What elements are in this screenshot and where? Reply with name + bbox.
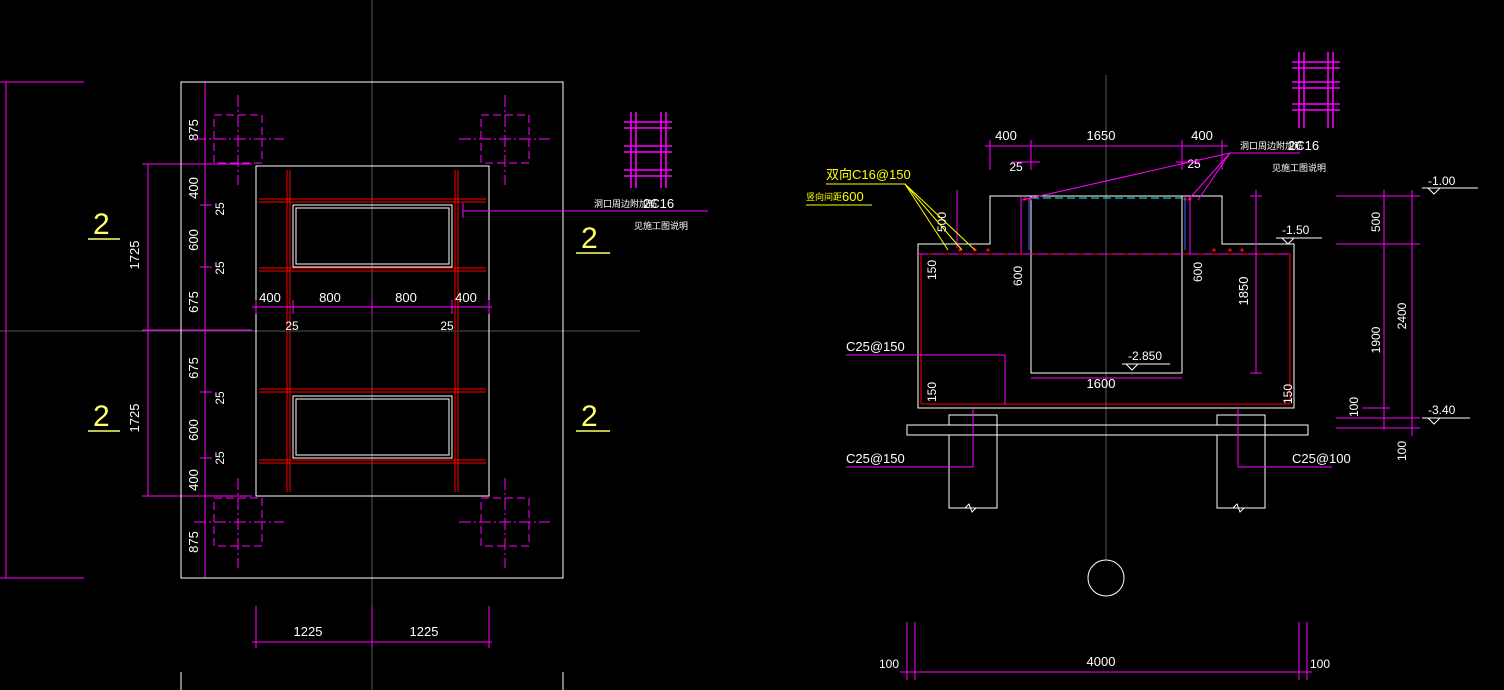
plan-hdim-25-left: 25 bbox=[285, 319, 299, 333]
plan-section-mark-bl: 2 bbox=[93, 400, 110, 433]
section-wall-dims bbox=[846, 190, 1332, 468]
plan-rebar-detail-grid bbox=[624, 112, 672, 188]
plan-section-cut-lines bbox=[88, 238, 610, 432]
plan-bottom-dim bbox=[252, 606, 492, 648]
section-rebar-dots bbox=[958, 197, 1244, 252]
section-dim-150-bottom-right: 150 bbox=[1281, 384, 1295, 404]
plan-vdim-400-top: 400 bbox=[186, 177, 201, 199]
section-top-dim-400-left: 400 bbox=[995, 128, 1017, 143]
section-rebar-label-c25-150-b: C25@150 bbox=[846, 451, 905, 466]
section-yellow-leaders bbox=[806, 183, 976, 251]
section-elevation--3.40: -3.40 bbox=[1428, 403, 1456, 417]
section-rebar-detail-grid bbox=[1292, 52, 1340, 128]
section-rebar-label-c25-100: C25@100 bbox=[1292, 451, 1351, 466]
section-bottom-dim-100-left: 100 bbox=[879, 657, 899, 671]
section-elevation--1.50: -1.50 bbox=[1282, 223, 1310, 237]
plan-horizontal-dim-chain bbox=[252, 300, 492, 314]
plan-hdim-25-right: 25 bbox=[440, 319, 454, 333]
plan-vdim-25-b: 25 bbox=[213, 261, 227, 275]
section-rebar-note-main: 2C16 bbox=[1288, 138, 1319, 153]
section-right-dim-2400: 2400 bbox=[1395, 302, 1409, 329]
section-dim-150-top-left: 150 bbox=[925, 260, 939, 280]
plan-vdim-25-c: 25 bbox=[213, 391, 227, 405]
section-bottom-dim-4000: 4000 bbox=[1087, 654, 1116, 669]
plan-hdim-800-right: 800 bbox=[395, 290, 417, 305]
plan-hdim-800-left: 800 bbox=[319, 290, 341, 305]
section-right-dims bbox=[1336, 190, 1420, 436]
section-top-dim-1650: 1650 bbox=[1087, 128, 1116, 143]
section-view: 400 1650 400 25 25 500 150 600 600 150 1… bbox=[806, 52, 1478, 680]
plan-vdim-675-top: 675 bbox=[186, 291, 201, 313]
section-piles bbox=[948, 414, 1266, 513]
plan-hdim-400-right: 400 bbox=[455, 290, 477, 305]
section-dim-150-bottom-left: 150 bbox=[925, 382, 939, 402]
section-bottom-dims bbox=[900, 622, 1312, 680]
plan-hdim-400-left: 400 bbox=[259, 290, 281, 305]
plan-vdim-600-bottom: 600 bbox=[186, 419, 201, 441]
section-elevation-markers bbox=[1122, 187, 1478, 425]
section-rebar-leaders bbox=[1021, 152, 1300, 201]
section-right-dim-500: 500 bbox=[1369, 212, 1383, 232]
section-bottom-dim-100-right: 100 bbox=[1310, 657, 1330, 671]
plan-pit-outline bbox=[255, 165, 490, 497]
section-right-dim-1900: 1900 bbox=[1369, 326, 1383, 353]
plan-section-mark-tr: 2 bbox=[581, 222, 598, 255]
section-dim-1850: 1850 bbox=[1236, 277, 1251, 306]
plan-vdim-25-d: 25 bbox=[213, 451, 227, 465]
plan-rebar-leader bbox=[462, 203, 708, 218]
plan-vdim-25-a: 25 bbox=[213, 202, 227, 216]
plan-section-mark-tl: 2 bbox=[93, 208, 110, 241]
plan-vdim-875-bottom: 875 bbox=[186, 531, 201, 553]
section-elevation--1.00: -1.00 bbox=[1428, 174, 1456, 188]
plan-piles bbox=[194, 95, 550, 568]
plan-openings bbox=[292, 204, 453, 459]
section-rebar-label-c25-150-a: C25@150 bbox=[846, 339, 905, 354]
plan-dim-1725-bottom: 1725 bbox=[127, 404, 142, 433]
plan-overall-dim bbox=[0, 81, 252, 579]
plan-rebar-note-prefix: 洞口周边附加筋 bbox=[594, 198, 657, 209]
plan-opening-rebar bbox=[259, 170, 486, 492]
section-dim-600-left: 600 bbox=[1011, 266, 1025, 286]
section-yellow-note-1: 双向C16@150 bbox=[826, 167, 911, 182]
centerlines bbox=[0, 0, 1107, 690]
plan-rebar-note-sub: 见施工图说明 bbox=[634, 220, 688, 231]
section-axis-bubble bbox=[1087, 559, 1125, 597]
plan-vdim-400-bottom: 400 bbox=[186, 469, 201, 491]
plan-view: 1725 1725 875 400 25 600 25 675 675 25 6… bbox=[0, 81, 708, 690]
section-rebar-note-prefix: 洞口周边附加筋 bbox=[1240, 140, 1303, 151]
plan-dim-1725-top: 1725 bbox=[127, 241, 142, 270]
section-pit-outline bbox=[1030, 196, 1183, 374]
section-top-dim-25-right: 25 bbox=[1187, 157, 1201, 171]
plan-vdim-875-top: 875 bbox=[186, 119, 201, 141]
section-elevation--2.850: -2.850 bbox=[1128, 349, 1162, 363]
section-right-dim-100-lower: 100 bbox=[1395, 441, 1409, 461]
section-right-dim-100-upper: 100 bbox=[1347, 397, 1361, 417]
plan-vdim-675-bottom: 675 bbox=[186, 357, 201, 379]
section-yellow-note-2-prefix: 竖向间距 bbox=[806, 191, 842, 202]
section-box-outline bbox=[917, 195, 1295, 409]
plan-slab-outline bbox=[180, 81, 564, 579]
plan-rebar-note-main: 2C16 bbox=[643, 196, 674, 211]
section-top-dim-400-right: 400 bbox=[1191, 128, 1213, 143]
section-dim-500-left: 500 bbox=[935, 212, 949, 232]
section-pit-width: 1600 bbox=[1087, 376, 1116, 391]
plan-section-mark-br: 2 bbox=[581, 400, 598, 433]
section-foundation-slab bbox=[906, 424, 1309, 436]
plan-vdim-600-top: 600 bbox=[186, 229, 201, 251]
section-yellow-note-2-main: 600 bbox=[842, 189, 864, 204]
section-dim-600-right: 600 bbox=[1191, 262, 1205, 282]
section-rebar-note-sub: 见施工图说明 bbox=[1272, 162, 1326, 173]
section-top-dim-25-left: 25 bbox=[1009, 160, 1023, 174]
plan-bottom-dim-1225-left: 1225 bbox=[294, 624, 323, 639]
plan-bottom-dim-1225-right: 1225 bbox=[410, 624, 439, 639]
plan-vertical-dim-chain bbox=[200, 82, 212, 578]
